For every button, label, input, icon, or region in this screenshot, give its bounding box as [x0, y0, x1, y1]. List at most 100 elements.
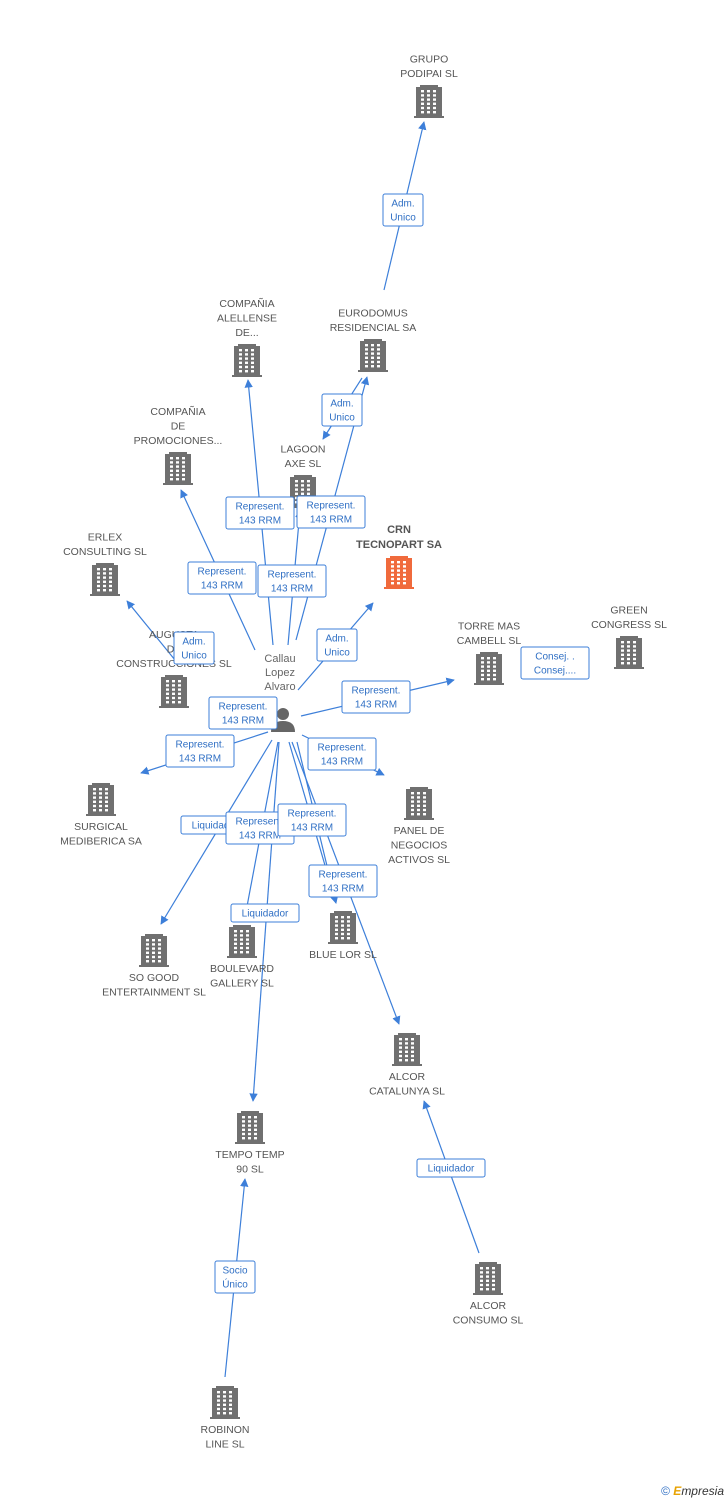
edge-label-person-to-lagoon[interactable]: Represent.143 RRM — [257, 564, 327, 598]
building-icon — [384, 556, 414, 589]
edge-label-text: 143 RRM — [201, 581, 243, 592]
person-label-line: Alvaro — [264, 681, 295, 693]
edge-label-box — [341, 680, 411, 714]
edge-label-person-to-panel[interactable]: Represent.143 RRM — [307, 737, 377, 771]
building-icon — [392, 1033, 422, 1066]
edge-label-green-to-torremas[interactable]: Consej. .Consej.... — [520, 646, 590, 680]
node-label-line: CATALUNYA SL — [369, 1086, 445, 1098]
edge-label-text: Liquidador — [242, 909, 289, 920]
copyright-symbol: © — [661, 1484, 670, 1498]
edge-label-text: Socio — [222, 1266, 247, 1277]
edge-label-box — [321, 393, 363, 427]
node-label-line: 90 SL — [236, 1164, 264, 1176]
edge-label-text: 143 RRM — [239, 516, 281, 527]
node-label-line: BLUE LOR SL — [309, 949, 377, 961]
edge-label-box — [520, 646, 590, 680]
edge-label-person-to-promociones[interactable]: Represent. 143 RRM — [187, 561, 257, 595]
node-label-line: CONSULTING SL — [63, 546, 147, 558]
node-label-line: ENTERTAINMENT SL — [102, 987, 206, 999]
edge-label-box — [225, 496, 295, 530]
edge-label-text: 143 RRM — [355, 700, 397, 711]
edge-label-eurodomus-to-grupo[interactable]: Adm. Unico — [382, 193, 424, 227]
node-label-line: COMPAÑIA — [150, 405, 205, 418]
node-label-line: GREEN — [610, 605, 647, 617]
edge-label-person-to-bluelor[interactable]: Represent.143 RRM — [308, 864, 378, 898]
person-label-line: Callau — [264, 653, 295, 665]
edge-label-text: Adm. — [325, 634, 348, 645]
edge-label-person-to-surgical[interactable]: Represent.143 RRM — [165, 734, 235, 768]
edge-label-person-to-boulevard[interactable]: Represent.143 RRM — [225, 811, 295, 845]
node-label-line: PODIPAI SL — [400, 68, 458, 80]
node-label-line: ERLEX — [88, 532, 122, 544]
node-label-line: SURGICAL — [74, 821, 128, 833]
company-node-promociones[interactable]: COMPAÑIA DE PROMOCIONES... — [134, 405, 223, 485]
edge-label-text: Represent. — [318, 743, 367, 754]
edge-label-text: 143 RRM — [310, 515, 352, 526]
edge-label-box — [257, 564, 327, 598]
edge-label-person-to-erlex[interactable]: Adm.Unico — [173, 631, 215, 665]
node-label-line: ALCOR — [389, 1071, 426, 1083]
company-node-green[interactable]: GREEN CONGRESS SL — [591, 605, 667, 670]
edge-label-text: Represent. — [288, 809, 337, 820]
node-label-line: CONSUMO SL — [453, 1315, 524, 1327]
building-icon — [474, 652, 504, 685]
edge-label-text: 143 RRM — [322, 884, 364, 895]
edge-label-person-to-alellense[interactable]: Represent.143 RRM — [225, 496, 295, 530]
edge-label-text: 143 RRM — [222, 716, 264, 727]
edge-label-person-to-torremas[interactable]: Represent.143 RRM — [341, 680, 411, 714]
node-label-line: DE — [171, 421, 186, 433]
edge-label-box — [382, 193, 424, 227]
node-label-line: DE... — [235, 327, 258, 339]
edge-label-person-to-tempo[interactable]: Liquidador — [230, 903, 300, 923]
edge-label-box — [187, 561, 257, 595]
edge-label-alcorconsumo-to-alcorcat[interactable]: Liquidador — [416, 1158, 486, 1178]
node-label-line: PROMOCIONES... — [134, 435, 223, 447]
company-node-alcorconsumo[interactable]: ALCOR CONSUMO SL — [453, 1262, 524, 1327]
company-node-eurodomus[interactable]: EURODOMUS RESIDENCIAL SA — [330, 308, 417, 373]
building-icon — [210, 1386, 240, 1419]
node-label-line: GALLERY SL — [210, 978, 274, 990]
edge-label-text: Adm. — [330, 399, 353, 410]
company-node-bluelor[interactable]: BLUE LOR SL — [309, 911, 377, 961]
edge-label-text: Represent. — [236, 817, 285, 828]
company-node-alcorcat[interactable]: ALCOR CATALUNYA SL — [369, 1033, 445, 1098]
edge-label-person-to-bluelor[interactable]: Represent.143 RRM — [277, 803, 347, 837]
edge-label-text: Adm. — [391, 199, 414, 210]
edge-label-text: Unico — [390, 213, 416, 224]
node-label-line: EURODOMUS — [338, 308, 407, 320]
building-icon — [159, 675, 189, 708]
node-label-line: CAMBELL SL — [457, 635, 522, 647]
node-label-line: LAGOON — [281, 444, 326, 456]
building-icon — [232, 344, 262, 377]
node-label-line: ACTIVOS SL — [388, 854, 450, 866]
node-label-line: CONGRESS SL — [591, 619, 667, 631]
company-node-erlex[interactable]: ERLEX CONSULTING SL — [63, 532, 147, 597]
edge-label-person-to-crn[interactable]: Adm.Unico — [316, 628, 358, 662]
edge-label-eurodomus-to-lagoon[interactable]: Adm. Unico — [321, 393, 363, 427]
edge-label-text: Unico — [329, 413, 355, 424]
edge-label-person-to-eurodomus[interactable]: Represent.143 RRM — [296, 495, 366, 529]
edge-label-person-to-augusta[interactable]: Represent.143 RRM — [208, 696, 278, 730]
node-label-line: ALCOR — [470, 1300, 507, 1312]
node-label-line: PANEL DE — [394, 825, 445, 837]
edge-label-box — [230, 903, 300, 923]
edge-label-text: 143 RRM — [179, 754, 221, 765]
node-label-line: LINE SL — [205, 1439, 244, 1451]
edge-label-text: Represent. — [198, 567, 247, 578]
building-icon — [614, 636, 644, 669]
company-node-alellense[interactable]: COMPAÑIAALELLENSEDE... — [217, 297, 277, 377]
node-label-line: RESIDENCIAL SA — [330, 322, 417, 334]
edge-label-text: Adm. — [182, 637, 205, 648]
